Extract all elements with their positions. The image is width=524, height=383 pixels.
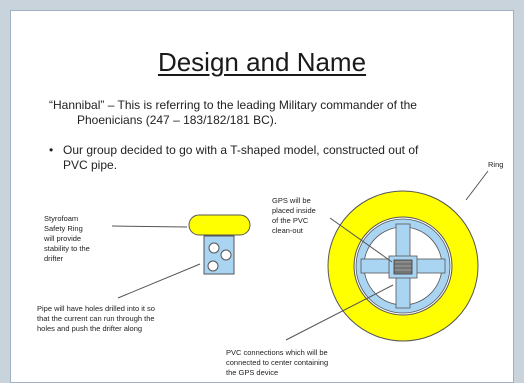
- gps-label-line: GPS will be: [272, 196, 311, 205]
- design-bullet: • Our group decided to go with a T-shaped…: [49, 143, 489, 173]
- hannibal-line-1: “Hannibal” – This is referring to the le…: [49, 98, 417, 112]
- gps-device: [393, 259, 413, 275]
- pipe-holes-label-line: holes and push the drifter along: [37, 324, 143, 333]
- pipe-hole-3: [207, 260, 219, 272]
- slide-title: Design and Name: [157, 47, 367, 77]
- styrofoam-label-line: Styrofoam: [44, 214, 79, 223]
- pvc-connections-label-line: connected to center containing: [226, 358, 329, 367]
- styrofoam-label-line: will provide: [44, 234, 82, 243]
- gps-label-line: clean-out: [272, 226, 303, 235]
- pipe-holes-label-line: that the current can run through the: [37, 314, 155, 323]
- arrow-pvc-connections: [285, 284, 394, 341]
- arrow-gps: [329, 217, 393, 263]
- styrofoam-label-line: stability to the: [44, 244, 90, 253]
- styrofoam-label-line: drifter: [44, 254, 64, 263]
- bullet-line-2: PVC pipe.: [63, 158, 118, 172]
- arrow-styrofoam: [111, 225, 188, 228]
- gps-label: GPS will be placed inside of the PVC cle…: [272, 196, 316, 236]
- pvc-inner-ring: [356, 219, 450, 313]
- arrow-ring: [465, 170, 489, 201]
- pvc-connections-label: PVC connections which will be connected …: [226, 348, 328, 378]
- gps-label-line: placed inside: [272, 206, 316, 215]
- gps-label-line: of the PVC: [272, 216, 309, 225]
- styrofoam-label-line: Safety Ring: [44, 224, 83, 233]
- pipe-holes-label: Pipe will have holes drilled into it so …: [37, 304, 155, 334]
- arrow-pipe: [117, 263, 201, 299]
- styrofoam-ring-shape: [188, 214, 251, 236]
- pvc-connections-label-line: the GPS device: [226, 368, 279, 377]
- bullet-line-1: Our group decided to go with a T-shaped …: [63, 143, 419, 157]
- hannibal-text: “Hannibal” – This is referring to the le…: [49, 98, 499, 128]
- pipe-hole-2: [220, 249, 232, 261]
- ring-label: Ring: [488, 160, 504, 169]
- pipe-hole-1: [208, 242, 220, 254]
- bullet-marker: •: [49, 143, 54, 157]
- styrofoam-label: Styrofoam Safety Ring will provide stabi…: [44, 214, 90, 264]
- pipe-holes-label-line: Pipe will have holes drilled into it so: [37, 304, 155, 313]
- hannibal-line-2: Phoenicians (247 – 183/182/181 BC).: [77, 113, 278, 127]
- pvc-connections-label-line: PVC connections which will be: [226, 348, 328, 357]
